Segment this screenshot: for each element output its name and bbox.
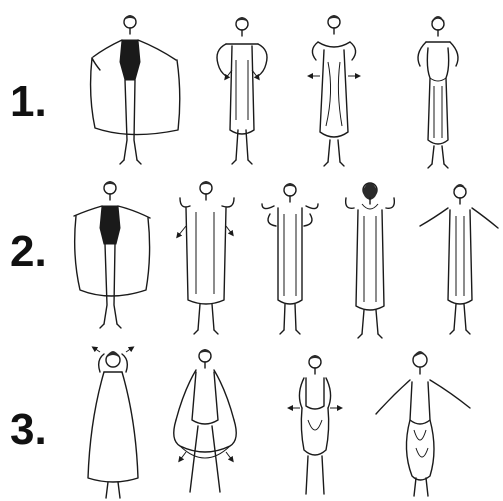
step-1-figure-1 xyxy=(91,15,180,164)
step-2-figure-2 xyxy=(178,181,234,334)
step-2-figure-5 xyxy=(420,184,498,334)
step-1-figure-3 xyxy=(310,15,358,166)
step-3-figure-4 xyxy=(376,351,470,496)
step-3-figure-2 xyxy=(174,349,237,492)
step-2-figure-3 xyxy=(262,183,318,334)
step-1-figure-4 xyxy=(418,16,458,168)
step-1-figure-2 xyxy=(217,17,267,164)
step-2-figure-1 xyxy=(74,181,150,328)
step-3-figure-3 xyxy=(290,355,340,494)
step-2-figure-4 xyxy=(346,183,395,338)
step-3-figure-1 xyxy=(88,348,138,498)
